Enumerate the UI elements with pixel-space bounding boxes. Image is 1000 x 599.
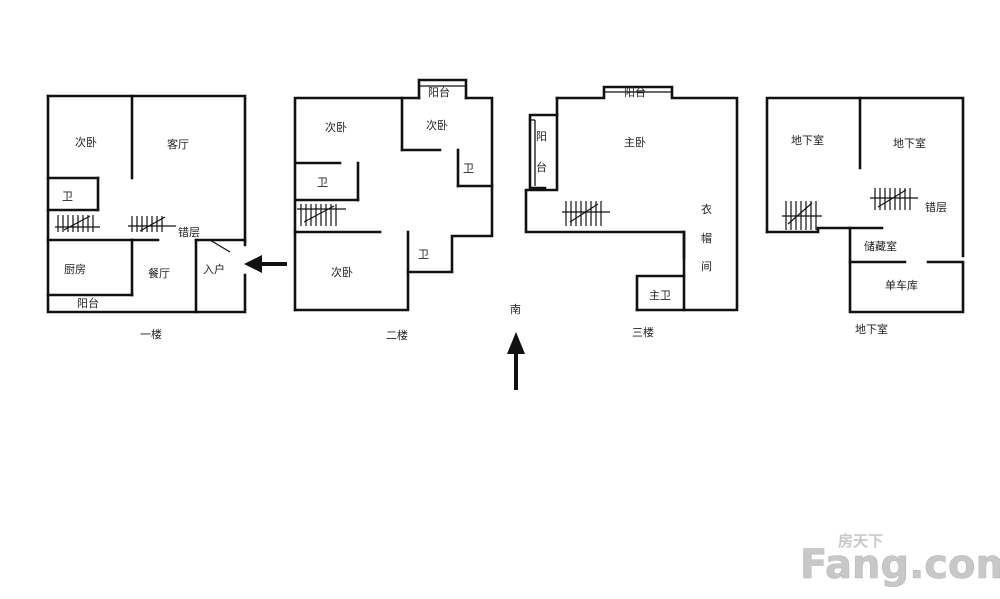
room-label: 卫 [317, 176, 328, 189]
basement-plan: 地下室 地下室 错层 储藏室 单车库 地下室 [765, 96, 965, 336]
room-label: 地下室 [791, 133, 824, 147]
room-label: 次卧 [325, 120, 347, 134]
room-label: 单车库 [885, 278, 918, 292]
room-label: 主卧 [624, 136, 646, 149]
room-label: 次卧 [75, 135, 97, 149]
basement-stair-a [782, 201, 822, 230]
compass-south: 南 [507, 303, 525, 390]
room-label: 间 [701, 260, 712, 273]
room-label: 入户 [203, 262, 225, 276]
room-label: 阳台 [77, 296, 99, 310]
room-label: 次卧 [426, 118, 448, 132]
floor-1-stair-b [128, 216, 176, 232]
room-label: 厨房 [64, 263, 86, 276]
compass-label: 南 [510, 303, 521, 316]
watermark-cn-text: 房天下 [838, 532, 883, 550]
floor-caption: 地下室 [855, 322, 888, 336]
room-label: 餐厅 [148, 266, 170, 280]
room-label: 帽 [701, 232, 712, 245]
room-label: 阳 [536, 130, 547, 143]
room-label: 客厅 [167, 137, 189, 151]
entrance-arrow-icon [244, 255, 287, 273]
room-label: 卫 [62, 190, 73, 203]
fang-watermark-logo: 房天下 Fang.com [800, 532, 1000, 588]
floor-caption: 二楼 [386, 328, 408, 342]
room-label: 次卧 [331, 265, 353, 279]
floor-2-stair [297, 204, 346, 226]
room-label: 主卫 [649, 289, 671, 302]
floor-caption: 三楼 [632, 325, 654, 339]
room-label: 衣 [701, 202, 712, 216]
room-label: 阳台 [428, 85, 450, 99]
room-label: 卫 [463, 162, 474, 175]
floor-1-plan: 次卧 客厅 卫 错层 厨房 餐厅 入户 阳台 一楼 [46, 94, 287, 341]
basement-stair-b [870, 188, 918, 210]
room-label: 错层 [925, 200, 947, 214]
room-label: 地下室 [893, 136, 926, 150]
compass-arrow-icon [507, 332, 525, 390]
room-label: 卫 [418, 248, 429, 261]
watermark-text: Fang.com [800, 542, 1000, 588]
floor-1-stair-a [55, 215, 100, 232]
room-label: 阳台 [624, 85, 646, 99]
room-label: 储藏室 [864, 239, 897, 253]
room-label: 错层 [178, 225, 200, 239]
floor-3-plan: 阳台 主卧 阳 台 衣 帽 间 主卫 三楼 [524, 85, 739, 339]
floor-2-plan: 阳台 次卧 次卧 卫 卫 次卧 卫 二楼 [293, 78, 494, 342]
floor-3-stair [562, 201, 610, 226]
room-label: 台 [536, 160, 547, 174]
floor-caption: 一楼 [140, 327, 162, 341]
